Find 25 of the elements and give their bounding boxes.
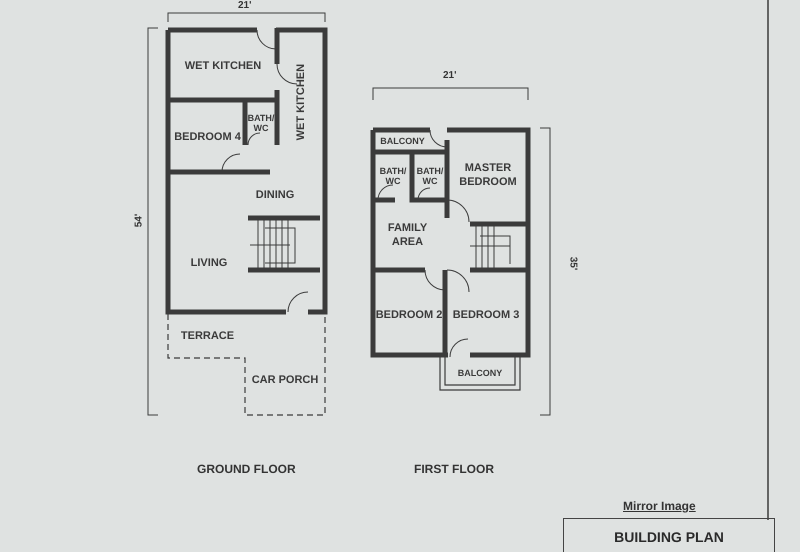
room-label: BATH/ WC: [416, 166, 444, 186]
room-label: FAMILY AREA: [386, 220, 428, 250]
room-label: CAR PORCH: [252, 372, 318, 388]
room-label: LIVING: [190, 256, 228, 270]
room-label: BEDROOM 2: [376, 308, 442, 322]
room-label: MASTER BEDROOM: [458, 160, 518, 190]
room-label: BALCONY: [458, 368, 502, 378]
dimension-label: 21': [443, 70, 457, 81]
room-label: DINING: [256, 188, 294, 202]
dimension-label: 54': [133, 214, 144, 228]
room-label: BEDROOM 4: [174, 130, 241, 144]
room-label: WET KITCHEN: [294, 64, 308, 140]
room-label: BALCONY: [380, 136, 425, 147]
room-label: TERRACE: [180, 328, 234, 344]
room-label: BATH/ WC: [378, 166, 408, 186]
dimension-label: 21': [238, 0, 252, 11]
title-box: [563, 518, 775, 552]
title-text: BUILDING PLAN: [614, 529, 724, 547]
floor-title: GROUND FLOOR: [197, 462, 296, 476]
dimension-label: 35': [567, 256, 578, 270]
room-label: WET KITCHEN: [184, 58, 262, 74]
room-label: BATH/ WC: [246, 112, 276, 134]
floor-title: FIRST FLOOR: [414, 462, 494, 476]
room-label: BEDROOM 3: [452, 308, 520, 322]
note-text: Mirror Image: [623, 499, 696, 513]
